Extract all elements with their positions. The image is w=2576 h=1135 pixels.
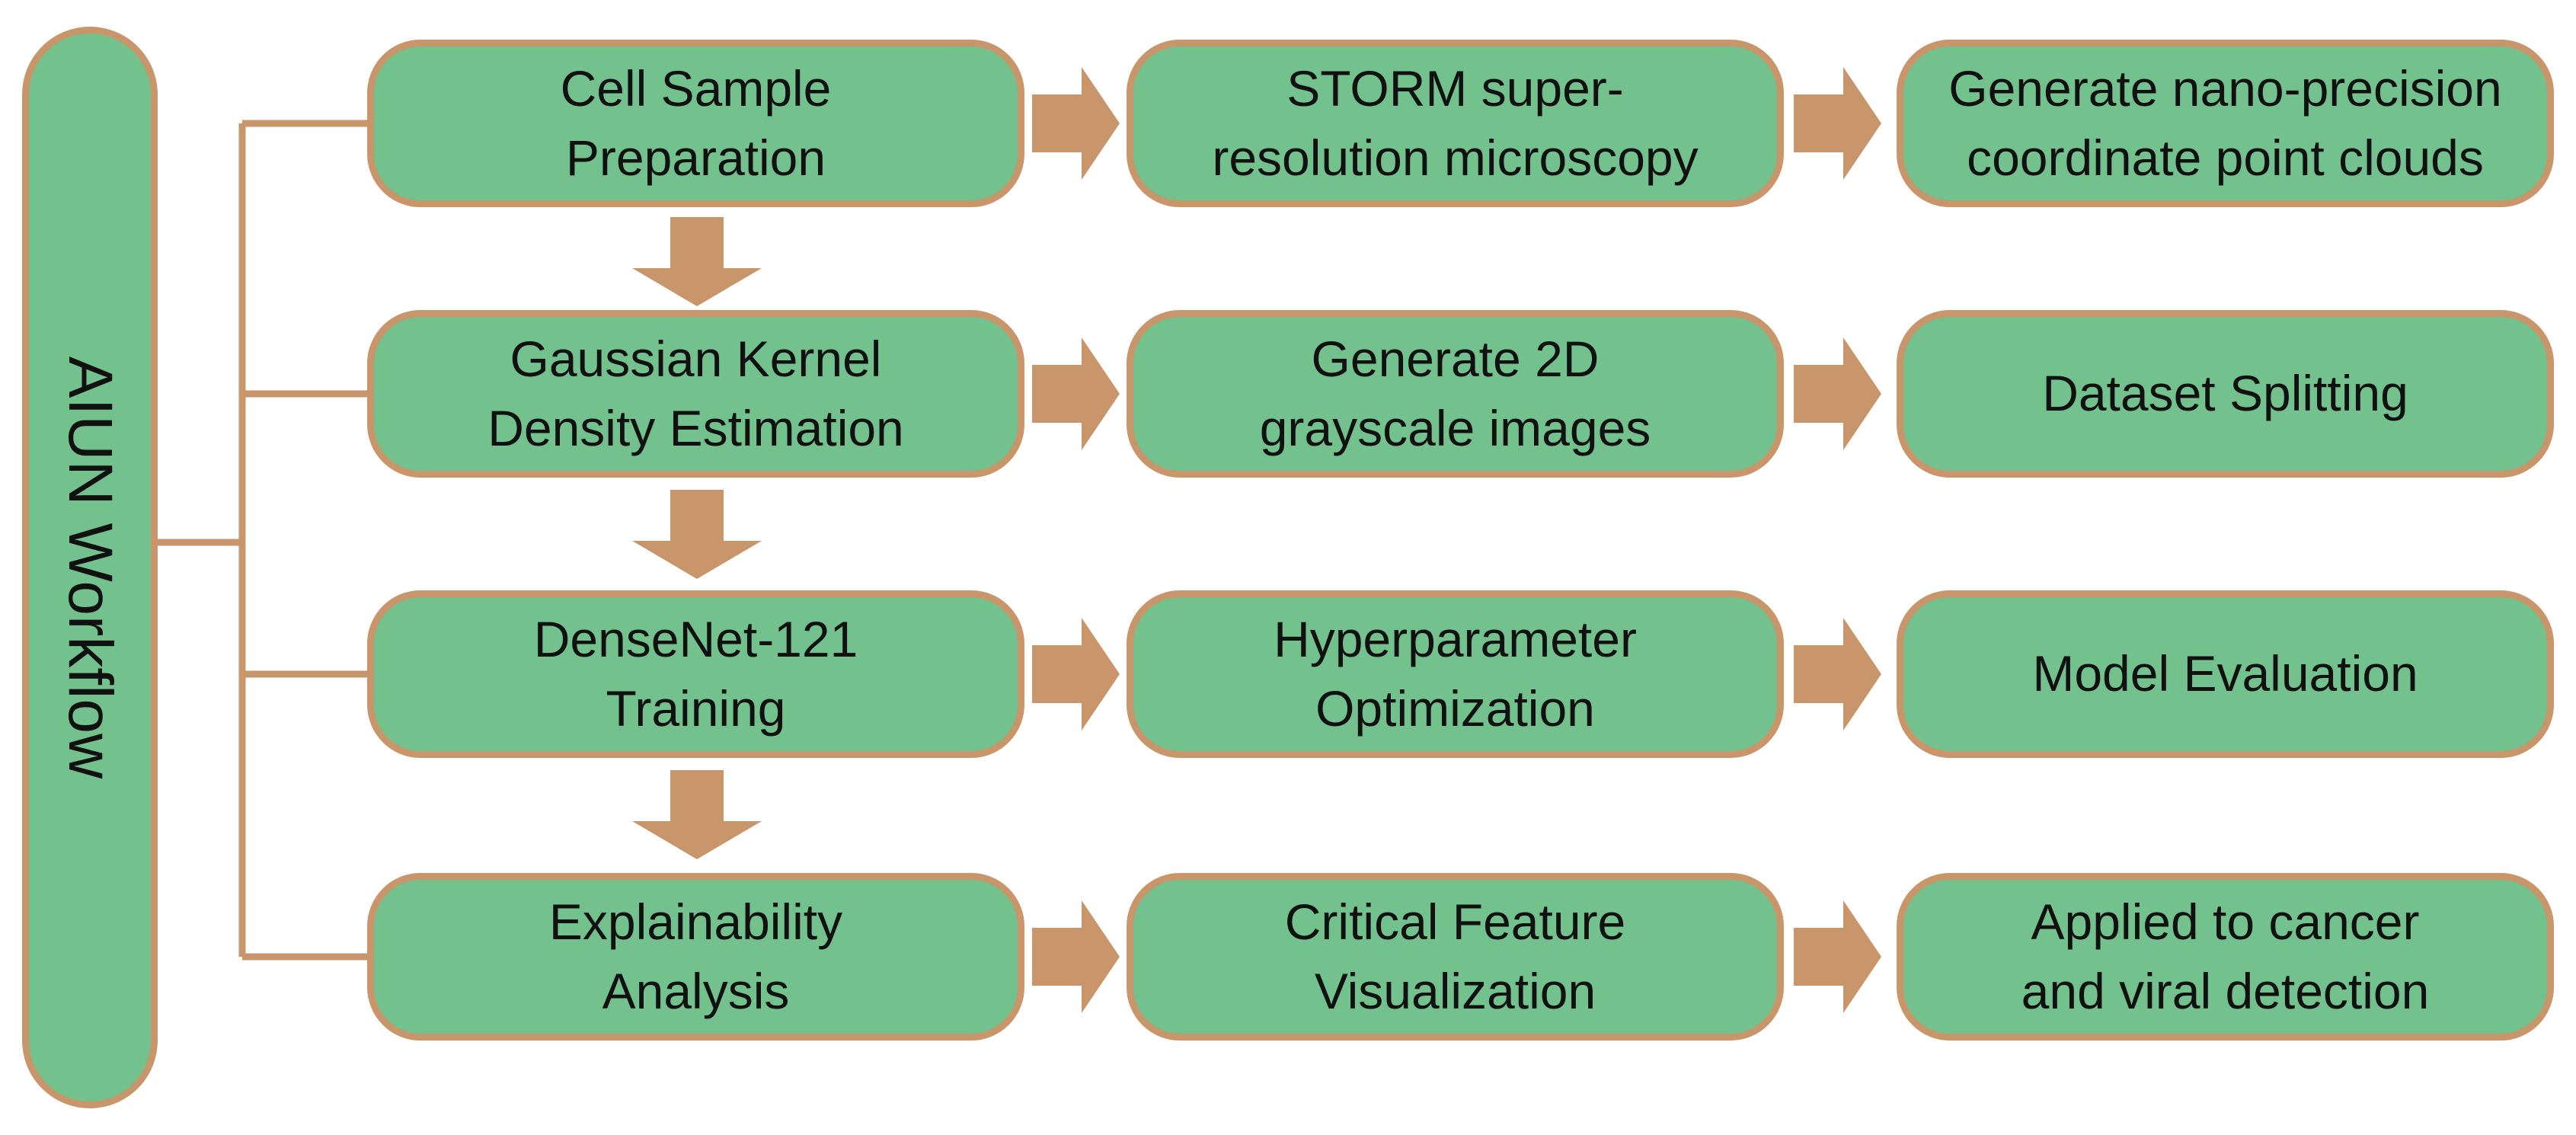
step-model-evaluation: Model Evaluation — [1897, 590, 2554, 758]
step-grayscale-images: Generate 2D grayscale images — [1127, 310, 1784, 478]
arrow-right-r3-c2 — [1794, 618, 1881, 731]
arrow-right-r2-c1 — [1032, 337, 1120, 450]
step-point-clouds: Generate nano-precision coordinate point… — [1897, 40, 2554, 207]
step-hyperparameter-optimization: Hyperparameter Optimization — [1127, 590, 1784, 758]
step-explainability-analysis: Explainability Analysis — [367, 873, 1024, 1041]
arrow-right-r4-c2 — [1794, 900, 1881, 1013]
arrow-down-r2 — [632, 490, 762, 579]
arrow-down-r1 — [632, 217, 762, 306]
arrow-right-r1-c2 — [1794, 67, 1881, 180]
arrow-right-r3-c1 — [1032, 618, 1120, 731]
step-densenet-training: DenseNet-121 Training — [367, 590, 1024, 758]
step-cancer-viral-detection: Applied to cancer and viral detection — [1897, 873, 2554, 1041]
workflow-title: AIUN Workflow — [56, 356, 125, 779]
arrow-right-r2-c2 — [1794, 337, 1881, 450]
workflow-title-bar — [22, 27, 158, 1108]
step-storm-microscopy: STORM super- resolution microscopy — [1127, 40, 1784, 207]
arrow-down-r3 — [632, 770, 762, 859]
step-cell-sample-preparation: Cell Sample Preparation — [367, 40, 1024, 207]
step-critical-feature-visualization: Critical Feature Visualization — [1127, 873, 1784, 1041]
arrow-right-r4-c1 — [1032, 900, 1120, 1013]
arrow-right-r1-c1 — [1032, 67, 1120, 180]
step-gaussian-kde: Gaussian Kernel Density Estimation — [367, 310, 1024, 478]
step-dataset-splitting: Dataset Splitting — [1897, 310, 2554, 478]
